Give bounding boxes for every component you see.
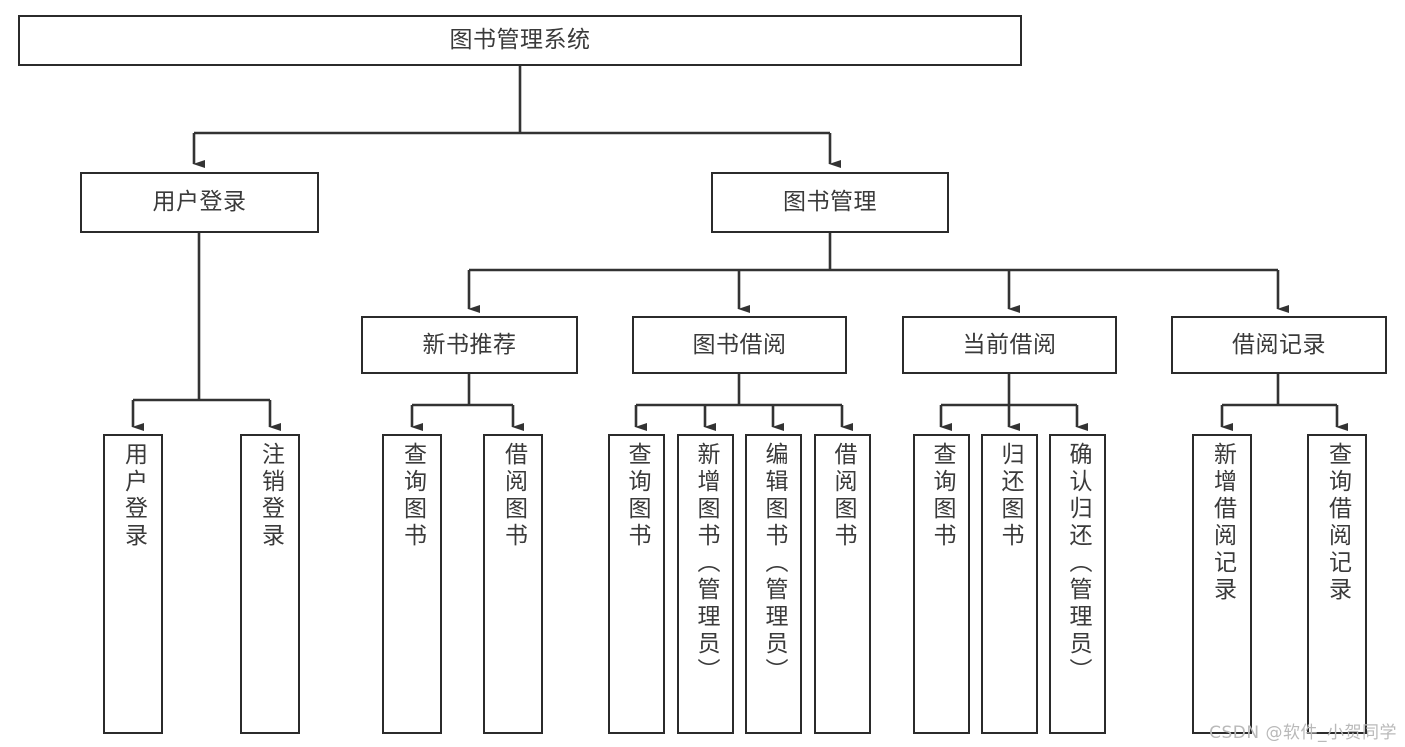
node-leaf-edit-book-label: 编辑图书（管理员） xyxy=(761,442,787,685)
node-leaf-query-book-2[interactable]: 查询图书 xyxy=(608,434,665,734)
node-leaf-query-book-2-label: 查询图书 xyxy=(624,442,650,550)
watermark: CSDN @软件_小贺同学 xyxy=(1209,723,1397,743)
node-leaf-logout[interactable]: 注销登录 xyxy=(240,434,300,734)
node-borrow-record-label: 借阅记录 xyxy=(1232,331,1326,358)
node-leaf-user-login[interactable]: 用户登录 xyxy=(103,434,163,734)
node-book-borrow-label: 图书借阅 xyxy=(692,331,787,358)
node-current-borrow[interactable]: 当前借阅 xyxy=(902,316,1117,374)
node-root-label: 图书管理系统 xyxy=(449,27,591,54)
node-leaf-query-record-label: 查询借阅记录 xyxy=(1324,442,1351,604)
node-user-login[interactable]: 用户登录 xyxy=(80,172,319,233)
node-leaf-edit-book[interactable]: 编辑图书（管理员） xyxy=(745,434,802,734)
node-leaf-query-book-1-label: 查询图书 xyxy=(399,442,426,550)
node-leaf-query-book-3[interactable]: 查询图书 xyxy=(913,434,970,734)
node-leaf-borrow-book-1-label: 借阅图书 xyxy=(500,442,527,550)
node-leaf-confirm-return-label: 确认归还（管理员） xyxy=(1065,442,1091,685)
node-new-book-rec-label: 新书推荐 xyxy=(422,331,517,358)
node-new-book-rec[interactable]: 新书推荐 xyxy=(361,316,578,374)
node-root[interactable]: 图书管理系统 xyxy=(18,15,1022,66)
node-leaf-query-record[interactable]: 查询借阅记录 xyxy=(1307,434,1367,734)
node-leaf-query-book-3-label: 查询图书 xyxy=(929,442,955,550)
node-book-manage-label: 图书管理 xyxy=(783,189,877,216)
node-leaf-confirm-return[interactable]: 确认归还（管理员） xyxy=(1049,434,1106,734)
node-user-login-label: 用户登录 xyxy=(152,189,247,216)
node-book-borrow[interactable]: 图书借阅 xyxy=(632,316,847,374)
node-leaf-borrow-book-2[interactable]: 借阅图书 xyxy=(814,434,871,734)
node-leaf-return-book-label: 归还图书 xyxy=(997,442,1023,550)
node-leaf-borrow-book-1[interactable]: 借阅图书 xyxy=(483,434,543,734)
node-book-manage[interactable]: 图书管理 xyxy=(711,172,949,233)
node-leaf-add-record-label: 新增借阅记录 xyxy=(1209,442,1236,604)
node-leaf-add-book[interactable]: 新增图书（管理员） xyxy=(677,434,734,734)
node-leaf-return-book[interactable]: 归还图书 xyxy=(981,434,1038,734)
node-leaf-logout-label: 注销登录 xyxy=(257,442,284,550)
node-leaf-user-login-label: 用户登录 xyxy=(120,442,147,550)
node-borrow-record[interactable]: 借阅记录 xyxy=(1171,316,1387,374)
node-leaf-query-book-1[interactable]: 查询图书 xyxy=(382,434,442,734)
node-current-borrow-label: 当前借阅 xyxy=(962,331,1057,358)
node-leaf-add-record[interactable]: 新增借阅记录 xyxy=(1192,434,1252,734)
node-leaf-borrow-book-2-label: 借阅图书 xyxy=(830,442,856,550)
node-leaf-add-book-label: 新增图书（管理员） xyxy=(693,442,719,685)
